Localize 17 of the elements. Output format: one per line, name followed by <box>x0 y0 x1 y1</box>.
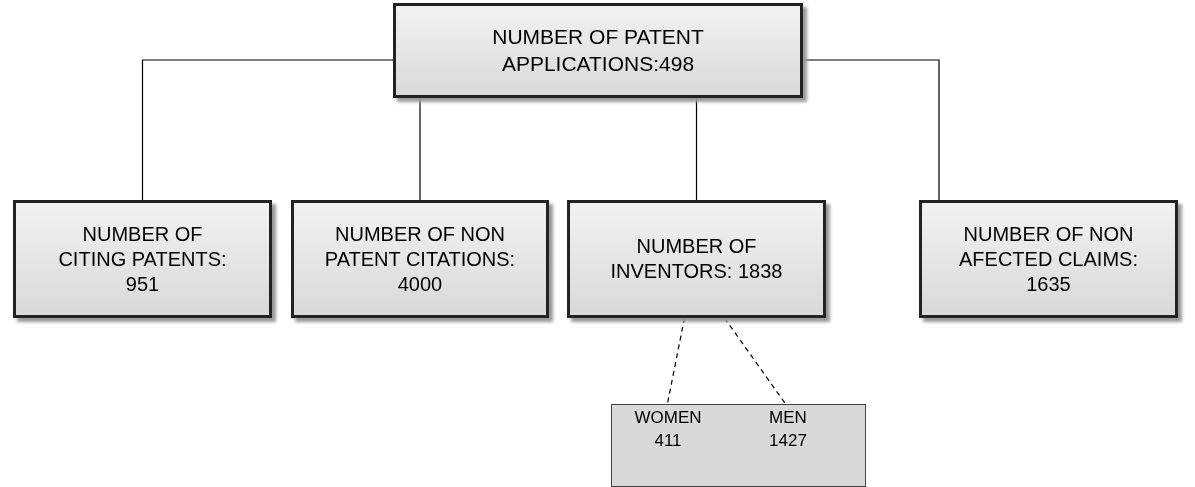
node-text: WOMEN 411 <box>633 407 703 452</box>
connector-line <box>141 59 394 201</box>
connector-line <box>802 59 940 201</box>
node-text: NUMBER OF PATENT APPLICATIONS:498 <box>491 24 705 77</box>
node-text: MEN 1427 <box>768 407 808 452</box>
node-text: NUMBER OF NON AFECTED CLAIMS: 1635 <box>958 221 1139 297</box>
count-box <box>13 200 272 318</box>
count-box <box>291 200 549 318</box>
node-text: NUMBER OF CITING PATENTS: 951 <box>57 221 228 297</box>
count-box <box>919 200 1178 318</box>
connector-line <box>695 97 698 201</box>
count-box <box>393 3 803 98</box>
group-box <box>611 404 866 487</box>
connector-line <box>419 97 421 201</box>
node-text: NUMBER OF NON PATENT CITATIONS: 4000 <box>323 221 517 297</box>
node-text: NUMBER OF INVENTORS: 1838 <box>609 234 784 284</box>
count-box <box>567 200 826 318</box>
